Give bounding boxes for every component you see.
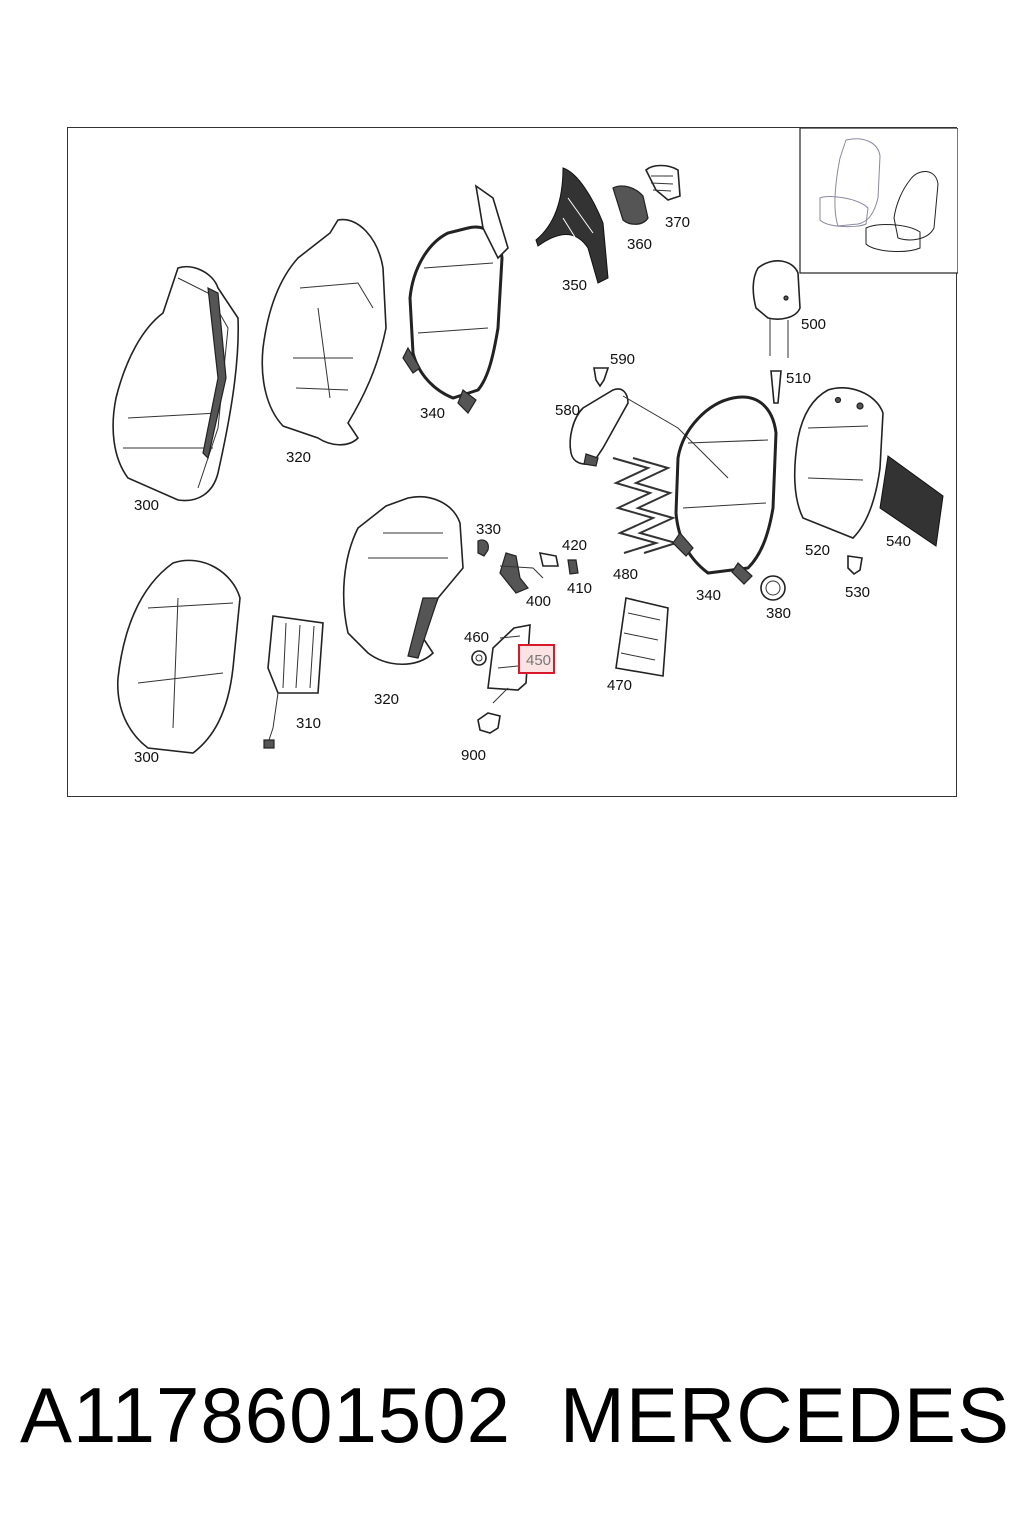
part-510 [770,370,782,404]
callout-360: 360 [627,236,652,253]
callout-510: 510 [786,370,811,387]
part-420 [538,551,559,567]
part-400 [499,552,544,594]
brand-name: MERCEDES [559,1371,1010,1459]
part-number: A1178601502 [20,1371,512,1459]
part-520-back-panel [793,386,884,539]
part-580 [569,388,729,479]
part-530 [847,555,863,576]
callout-410: 410 [567,580,592,597]
callout-500: 500 [801,316,826,333]
callout-340-upper: 340 [420,405,445,422]
callout-320-lower: 320 [374,691,399,708]
callout-520: 520 [805,542,830,559]
callout-540: 540 [886,533,911,550]
parts-diagram-frame: 300 320 340 350 360 370 500 590 510 580 … [67,127,958,797]
part-500-headrest [752,260,801,358]
callout-580: 580 [555,402,580,419]
part-320-lower [342,496,464,665]
callout-400: 400 [526,593,551,610]
callout-480: 480 [613,566,638,583]
part-360 [612,185,649,225]
callout-420: 420 [562,537,587,554]
callout-340-lower: 340 [696,587,721,604]
callout-530: 530 [845,584,870,601]
callout-450-highlight[interactable]: 450 [518,644,555,674]
part-380-knob [760,575,786,601]
callout-300-lower: 300 [134,749,159,766]
part-330 [477,539,489,557]
callout-590: 590 [610,351,635,368]
callout-300-upper: 300 [134,497,159,514]
callout-470: 470 [607,677,632,694]
part-300-upper [112,266,240,502]
part-540-mesh [879,455,944,547]
part-350 [535,167,609,284]
callout-310: 310 [296,715,321,732]
callout-370: 370 [665,214,690,231]
part-320-upper [261,218,387,446]
part-caption: A1178601502 MERCEDES [20,1370,1010,1461]
callout-350: 350 [562,277,587,294]
callout-330: 330 [476,521,501,538]
part-590 [593,367,610,388]
callout-450[interactable]: 450 [526,652,551,669]
part-410 [567,559,579,575]
part-340-lower-frame [672,395,778,585]
inset-seat-overview [799,128,958,274]
exploded-seat-diagram: 300 320 340 350 360 370 500 590 510 580 … [112,128,958,766]
part-460 [471,650,487,666]
callout-460: 460 [464,629,489,646]
part-370 [645,164,681,201]
part-470 [615,597,669,677]
part-340-upper-frame [402,184,509,414]
part-310-heater-mat [263,615,324,749]
part-900 [477,687,509,734]
callout-320-upper: 320 [286,449,311,466]
callout-900: 900 [461,747,486,764]
part-300-lower [117,559,241,754]
part-480-springs [612,457,680,554]
callout-380: 380 [766,605,791,622]
